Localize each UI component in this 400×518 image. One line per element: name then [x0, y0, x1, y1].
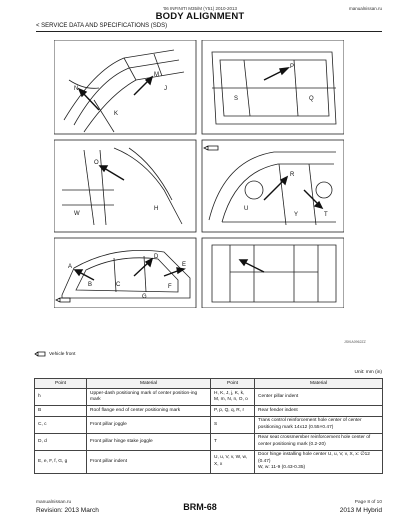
table-row: D, d Front pillar hinge stake joggle T R… — [34, 432, 383, 451]
table-row: B Roof flange end of center positioning … — [34, 405, 383, 417]
callout-p1-0: N — [74, 86, 78, 92]
callout-p5-1: B — [88, 282, 92, 288]
section-title: < SERVICE DATA AND SPECIFICATIONS (SDS) — [36, 23, 168, 29]
callout-p2-1: Q — [309, 96, 314, 102]
callout-p2-2: S — [234, 96, 238, 102]
vehicle-front-icon — [34, 351, 46, 357]
footer-model: 2013 M Hybrid — [339, 507, 382, 514]
callout-p3-2: W — [74, 211, 80, 217]
table-row: E, e, F, f, G, g Front pillar indent U, … — [34, 449, 383, 475]
panel-middle-left — [54, 139, 197, 233]
panel-lower-right — [201, 237, 344, 308]
page-number: BRM-68 — [183, 502, 217, 512]
table-cell: S — [210, 415, 255, 434]
callout-p5-3: D — [154, 254, 159, 260]
panel-upper-right — [201, 40, 344, 135]
table-cell: D, d — [34, 432, 87, 451]
table-cell: Center pillar indent — [254, 388, 383, 407]
vehicle-front-icon — [203, 145, 219, 151]
table-cell: Upper-dash positioning mark of center po… — [86, 388, 211, 407]
panel-upper-left — [54, 40, 197, 135]
sds-table: Point Material Point Material h Upper-da… — [34, 377, 383, 475]
table-cell: H, K, J, j, K, k, M, m, N, n, O, o — [210, 388, 255, 407]
callout-p4-2: U — [244, 206, 248, 212]
callout-p3-0: O — [94, 160, 99, 166]
page-title: BODY ALIGNMENT — [155, 11, 245, 22]
table-cell: Front pillar indent — [86, 449, 211, 475]
table-cell: Rear fender indent — [254, 405, 383, 417]
footer-site: manualnissan.ru — [36, 500, 72, 505]
legend-label: Vehicle front — [49, 351, 76, 357]
body-alignment-illustration: N M J K P Q S O H W R T U Y A B C D E F … — [54, 40, 344, 308]
footer-revision: Revision: 2013 March — [36, 507, 99, 514]
callout-p5-2: C — [116, 282, 121, 288]
table-cell: E, e, F, f, G, g — [34, 449, 87, 475]
callout-p4-0: R — [290, 172, 295, 178]
table-cell: Door hinge installing hole center U, u, … — [254, 449, 383, 475]
header-model: '06 INFINITI M35/M (Y51) 2010-2013 — [162, 6, 238, 11]
column-header: Point — [210, 377, 255, 390]
panel-lower-left — [54, 237, 197, 308]
table-cell: C, c — [34, 415, 87, 434]
table-cell: h — [34, 388, 87, 407]
panel-middle-right — [201, 139, 344, 233]
column-header: Point — [34, 377, 87, 390]
body-alignment-figure: N M J K P Q S O H W R T U Y A B C D E F … — [54, 40, 344, 308]
callout-p4-3: Y — [294, 212, 298, 218]
table-cell: U, u, V, v, W, w, X, x — [210, 449, 255, 475]
header-site: manualnissan.ru — [348, 6, 382, 11]
table-cell: Trans control reinforcement hole center … — [254, 415, 383, 434]
table-cell: T — [210, 432, 255, 451]
table-cell: Roof flange end of center positioning ma… — [86, 405, 211, 417]
footer-page-of: Page 8 of 10 — [354, 500, 382, 505]
callout-p1-2: J — [164, 86, 167, 92]
callout-p5-6: G — [142, 294, 147, 300]
callout-p5-5: F — [168, 284, 172, 290]
callout-p5-0: A — [68, 264, 72, 270]
table-row: h Upper-dash positioning mark of center … — [34, 388, 383, 407]
legend: Vehicle front — [34, 351, 75, 357]
figure-code: JSKIA0962ZZ — [344, 340, 366, 344]
table-cell: B — [34, 405, 87, 417]
table-cell: P, p, Q, q, R, r — [210, 405, 255, 417]
table-cell: Rear seat crossmember reinforcement hole… — [254, 432, 383, 451]
column-header: Material — [254, 377, 383, 390]
callout-p5-4: E — [182, 262, 186, 268]
callout-p2-0: P — [290, 64, 294, 70]
header-divider — [36, 31, 382, 32]
table-header-row: Point Material Point Material — [34, 377, 383, 390]
column-header: Material — [86, 377, 211, 390]
callout-p3-1: H — [154, 206, 158, 212]
table-row: C, c Front pillar joggle S Trans control… — [34, 415, 383, 434]
callout-p4-1: T — [324, 212, 328, 218]
callout-p1-3: K — [114, 111, 118, 117]
table-cell: Front pillar hinge stake joggle — [86, 432, 211, 451]
callout-p1-1: M — [154, 72, 159, 78]
vehicle-front-icon — [55, 297, 71, 303]
table-cell: Front pillar joggle — [86, 415, 211, 434]
unit-label: Unit: mm (in) — [354, 370, 382, 375]
